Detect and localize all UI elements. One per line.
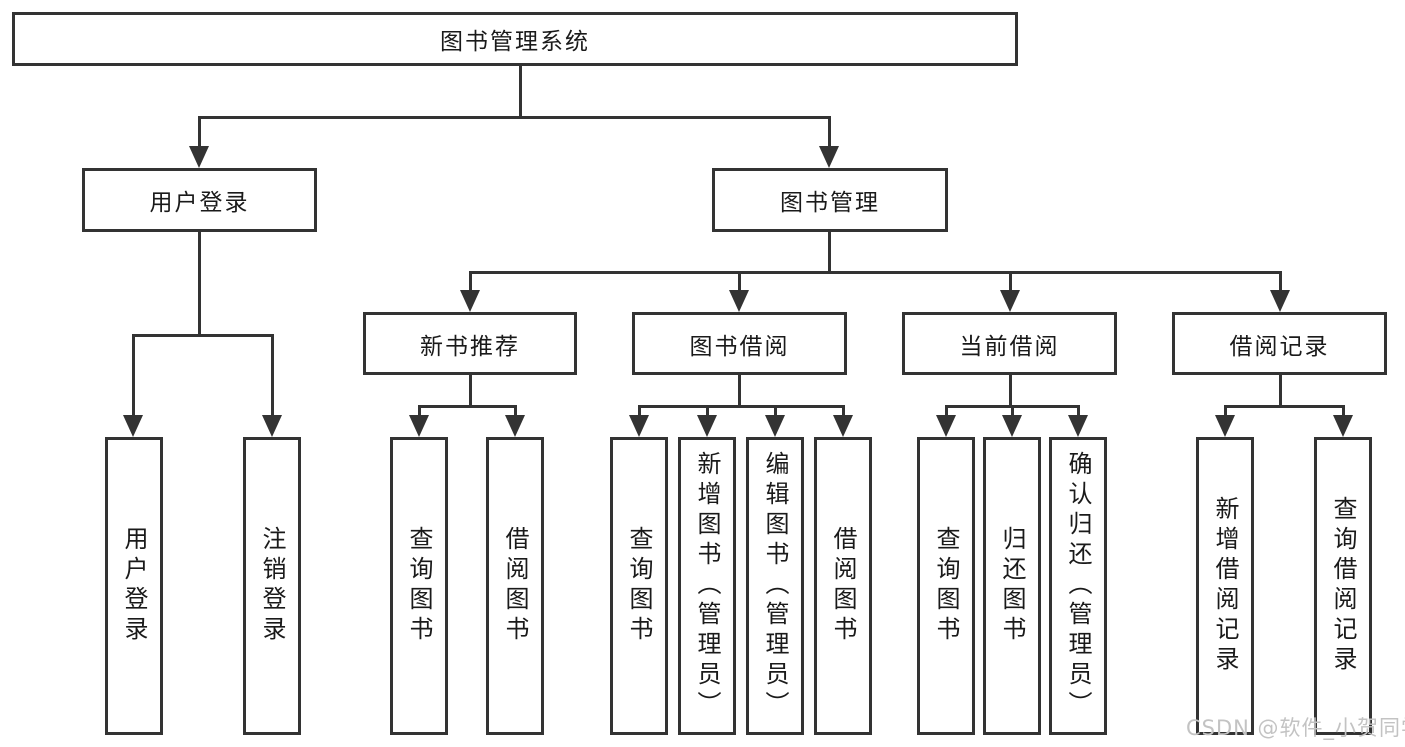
- connector-line: [737, 373, 741, 406]
- connector-line: [1278, 373, 1282, 406]
- node-leaf-user-login: 用户登录: [105, 437, 163, 735]
- connector-line: [468, 373, 472, 406]
- connector-line: [131, 335, 135, 417]
- node-leaf-recommend-borrow-books: 借阅图书: [486, 437, 544, 735]
- connector-line: [518, 64, 522, 117]
- arrow-down-icon: [505, 415, 525, 437]
- connector-line: [1278, 272, 1282, 292]
- connector-line: [705, 406, 709, 417]
- connector-line: [1008, 272, 1012, 292]
- arrow-down-icon: [460, 290, 480, 312]
- connector-line: [513, 406, 517, 417]
- connector-line: [773, 406, 777, 417]
- arrow-down-icon: [819, 146, 839, 168]
- connector-line: [737, 272, 741, 292]
- connector-line: [1010, 406, 1014, 417]
- arrow-down-icon: [697, 415, 717, 437]
- arrow-down-icon: [833, 415, 853, 437]
- connector-line: [944, 406, 948, 417]
- node-leaf-add-borrow-record: 新增借阅记录: [1196, 437, 1254, 735]
- arrow-down-icon: [936, 415, 956, 437]
- connector-line: [827, 117, 831, 148]
- connector-line: [1076, 406, 1080, 417]
- node-leaf-confirm-return-admin: 确认归还（管理员）: [1049, 437, 1107, 735]
- node-leaf-borrow-borrow-books: 借阅图书: [814, 437, 872, 735]
- node-current-borrow: 当前借阅: [902, 312, 1117, 375]
- connector-line: [1223, 404, 1345, 408]
- arrow-down-icon: [1215, 415, 1235, 437]
- arrow-down-icon: [1333, 415, 1353, 437]
- node-leaf-logout: 注销登录: [243, 437, 301, 735]
- connector-line: [637, 406, 641, 417]
- connector-line: [1223, 406, 1227, 417]
- arrow-down-icon: [1270, 290, 1290, 312]
- csdn-watermark: CSDN @软件_小贺同学: [1186, 716, 1405, 740]
- node-leaf-borrow-query-books: 查询图书: [610, 437, 668, 735]
- connector-line: [197, 230, 201, 335]
- arrow-down-icon: [1000, 290, 1020, 312]
- connector-line: [197, 115, 831, 119]
- arrow-down-icon: [629, 415, 649, 437]
- connector-line: [417, 406, 421, 417]
- node-leaf-add-books-admin: 新增图书（管理员）: [678, 437, 736, 735]
- node-user-login: 用户登录: [82, 168, 317, 232]
- connector-line: [827, 230, 831, 272]
- arrow-down-icon: [409, 415, 429, 437]
- arrow-down-icon: [1068, 415, 1088, 437]
- connector-line: [1008, 373, 1012, 406]
- connector-line: [131, 333, 274, 337]
- connector-line: [270, 335, 274, 417]
- connector-line: [1341, 406, 1345, 417]
- connector-line: [841, 406, 845, 417]
- connector-line: [417, 404, 517, 408]
- connector-line: [197, 117, 201, 148]
- arrow-down-icon: [765, 415, 785, 437]
- node-book-borrow: 图书借阅: [632, 312, 847, 375]
- connector-line: [637, 404, 845, 408]
- arrow-down-icon: [729, 290, 749, 312]
- connector-line: [468, 272, 472, 292]
- node-leaf-query-borrow-record: 查询借阅记录: [1314, 437, 1372, 735]
- node-book-management: 图书管理: [712, 168, 948, 232]
- connector-line: [468, 270, 1282, 274]
- node-leaf-current-query-books: 查询图书: [917, 437, 975, 735]
- node-borrow-records: 借阅记录: [1172, 312, 1387, 375]
- node-leaf-return-books: 归还图书: [983, 437, 1041, 735]
- arrow-down-icon: [189, 146, 209, 168]
- arrow-down-icon: [1002, 415, 1022, 437]
- arrow-down-icon: [262, 415, 282, 437]
- node-leaf-edit-books-admin: 编辑图书（管理员）: [746, 437, 804, 735]
- node-leaf-recommend-query-books: 查询图书: [390, 437, 448, 735]
- node-library-management-system: 图书管理系统: [12, 12, 1018, 66]
- node-new-book-recommend: 新书推荐: [363, 312, 577, 375]
- arrow-down-icon: [123, 415, 143, 437]
